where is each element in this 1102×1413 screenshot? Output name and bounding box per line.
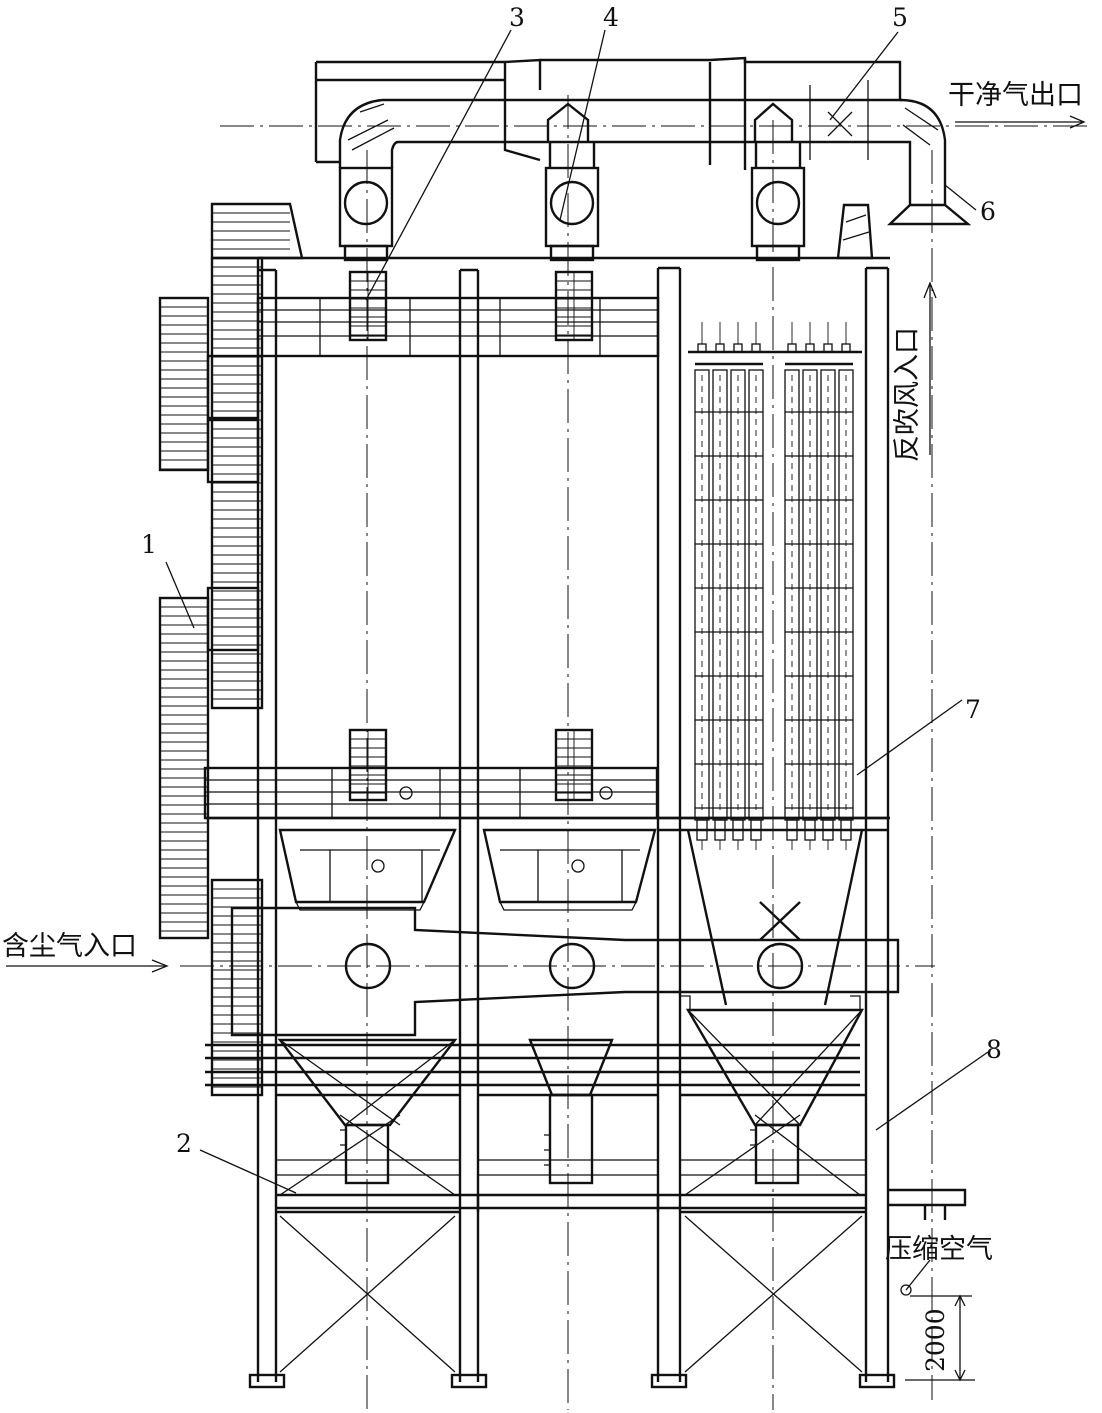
callout-3: 3 [509,3,525,32]
clean-gas-duct [314,56,972,226]
callout-leaders [165,29,989,1194]
dusty-gas-inlet-label: 含尘气入口 [2,931,137,962]
dusty-gas-inlet-duct [230,906,900,1037]
flow-arrows [6,115,1086,973]
filter-bags [688,322,862,850]
callout-1: 1 [141,530,157,559]
callout-4: 4 [603,3,619,32]
compressed-air-header [888,1188,967,1220]
poppet-valve-housings [338,102,874,262]
callout-5: 5 [892,3,908,32]
support-structure [205,1043,896,1389]
callout-numbers: 1 2 3 4 5 6 7 8 [141,3,1002,1158]
callout-7: 7 [965,695,981,724]
compressed-air-label: 压缩空气 [885,1234,993,1265]
clean-gas-outlet-label: 干净气出口 [948,80,1083,111]
flow-labels: 干净气出口 含尘气入口 反吹风入口 压缩空气 2000 [2,80,1083,1372]
callout-6: 6 [980,197,996,226]
center-lines [180,95,1090,1410]
left-stair-platform [158,202,304,1097]
callout-8: 8 [986,1035,1002,1064]
height-dimension [900,1259,975,1382]
cage-valves [348,270,594,802]
reverse-air-inlet-label: 反吹风入口 [892,327,923,462]
height-dimension-label: 2000 [921,1308,950,1372]
callout-2: 2 [176,1129,192,1158]
